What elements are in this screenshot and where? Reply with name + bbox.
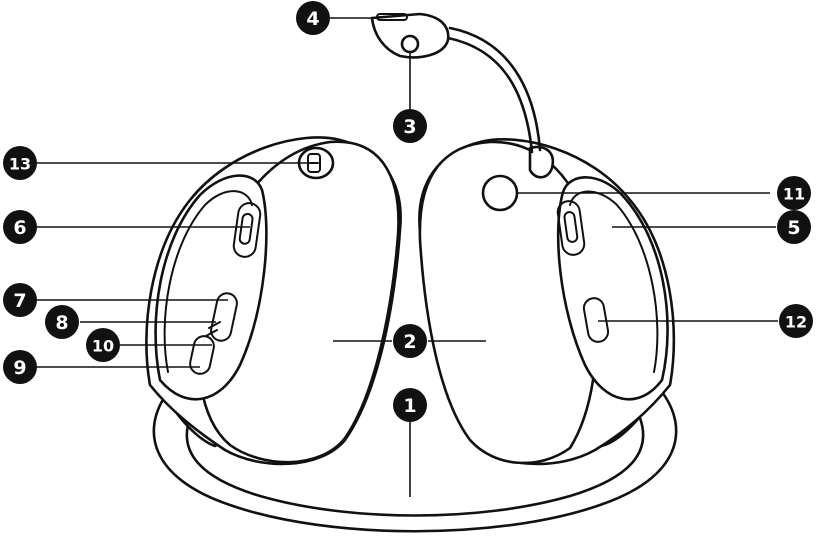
callout-9: 9: [3, 350, 37, 384]
callout-label: 2: [403, 331, 416, 353]
callout-label: 6: [13, 217, 26, 239]
callout-label: 13: [9, 155, 31, 174]
callout-13: 13: [3, 146, 37, 180]
right-earcup: [418, 138, 676, 466]
callout-1: 1: [393, 388, 427, 422]
callout-label: 4: [306, 8, 319, 30]
mic-boom: [370, 12, 542, 154]
callout-6: 6: [3, 210, 37, 244]
callout-label: 5: [787, 217, 800, 239]
callout-label: 12: [785, 313, 807, 332]
callout-label: 1: [403, 395, 416, 417]
callout-8: 8: [45, 305, 79, 339]
callout-label: 9: [13, 357, 26, 379]
callout-11: 11: [777, 176, 811, 210]
callout-3: 3: [393, 109, 427, 143]
callout-label: 11: [783, 185, 805, 204]
callout-label: 7: [13, 290, 26, 312]
callout-2: 2: [393, 324, 427, 358]
leader-lines: [36, 17, 778, 497]
callout-label: 8: [55, 312, 68, 334]
left-earcup: [145, 136, 402, 466]
callout-12: 12: [779, 304, 813, 338]
callout-label: 10: [92, 337, 114, 356]
callout-7: 7: [3, 283, 37, 317]
callout-label: 3: [403, 116, 416, 138]
headband: [152, 390, 678, 533]
callout-10: 10: [86, 328, 120, 362]
callout-5: 5: [777, 210, 811, 244]
callout-4: 4: [296, 1, 330, 35]
